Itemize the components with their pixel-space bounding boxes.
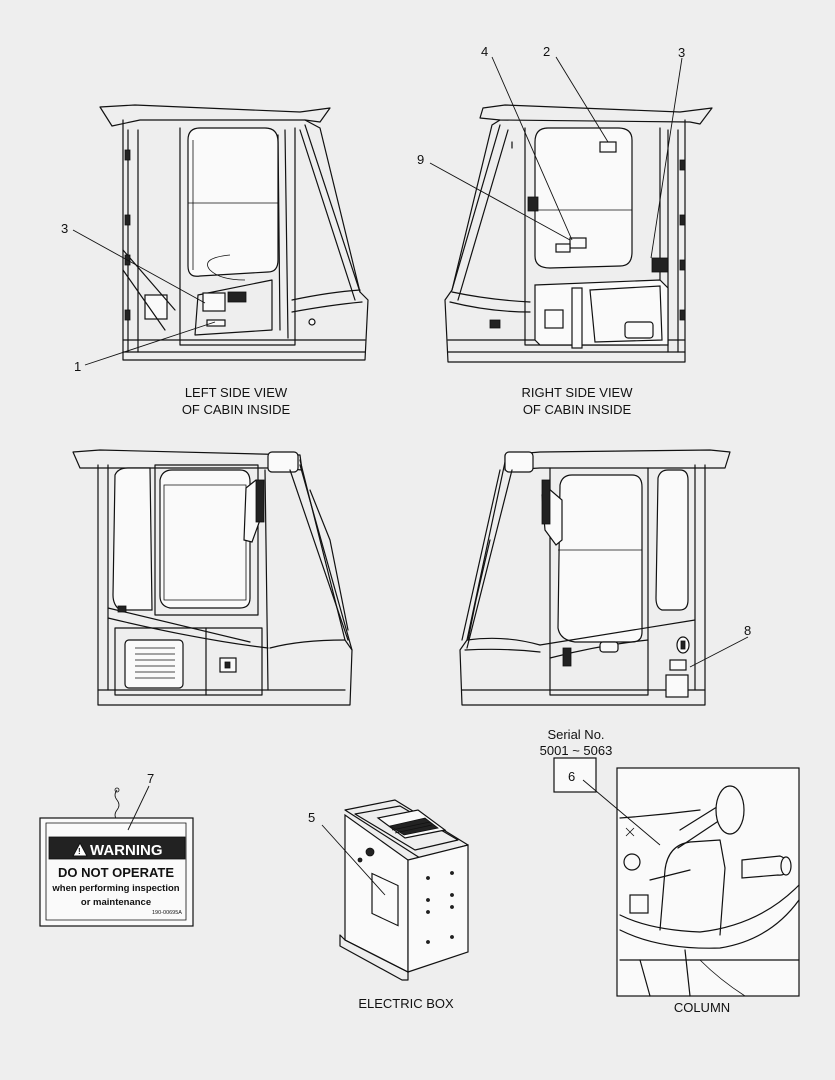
left-side-inside-view bbox=[99, 104, 369, 361]
right-exterior-view bbox=[459, 449, 731, 706]
callout-8: 8 bbox=[744, 623, 751, 638]
callout-4: 4 bbox=[481, 44, 488, 59]
column-view bbox=[553, 757, 800, 997]
callout-7: 7 bbox=[147, 771, 154, 786]
serial-range: 5001 ~ 5063 bbox=[540, 743, 613, 758]
callout-5: 5 bbox=[308, 810, 315, 825]
callout-6: 6 bbox=[568, 769, 575, 784]
electric-box-view bbox=[339, 799, 469, 981]
warning-line-2: when performing inspection bbox=[51, 883, 179, 894]
left-exterior-view bbox=[72, 449, 353, 706]
caption-left-view-1: LEFT SIDE VIEW bbox=[185, 385, 288, 400]
callout-1: 1 bbox=[74, 359, 81, 374]
caption-right-view-1: RIGHT SIDE VIEW bbox=[522, 385, 634, 400]
callout-3-left: 3 bbox=[61, 221, 68, 236]
callout-9: 9 bbox=[417, 152, 424, 167]
callout-3-right: 3 bbox=[678, 45, 685, 60]
right-side-inside-view bbox=[444, 104, 713, 363]
vent-grille bbox=[135, 647, 175, 679]
warning-line-3: or maintenance bbox=[81, 897, 151, 908]
caption-left-view-2: OF CABIN INSIDE bbox=[182, 402, 291, 417]
warning-header-text: WARNING bbox=[90, 842, 163, 859]
serial-label: Serial No. bbox=[547, 727, 604, 742]
caption-right-view-2: OF CABIN INSIDE bbox=[523, 402, 632, 417]
warning-code: 190-00695A bbox=[152, 910, 182, 916]
leader-lines bbox=[72, 56, 749, 896]
callout-2: 2 bbox=[543, 44, 550, 59]
warning-line-1: DO NOT OPERATE bbox=[58, 865, 174, 880]
callout-numbers: 1 3 4 2 3 9 8 7 5 6 bbox=[61, 44, 751, 825]
svg-text:!: ! bbox=[78, 847, 81, 856]
warning-label-7: ! WARNING DO NOT OPERATE when performing… bbox=[39, 787, 194, 927]
caption-column: COLUMN bbox=[674, 1000, 730, 1015]
captions: LEFT SIDE VIEW OF CABIN INSIDE RIGHT SID… bbox=[182, 385, 730, 1015]
caption-electric-box: ELECTRIC BOX bbox=[358, 996, 454, 1011]
box-screws bbox=[426, 871, 454, 944]
